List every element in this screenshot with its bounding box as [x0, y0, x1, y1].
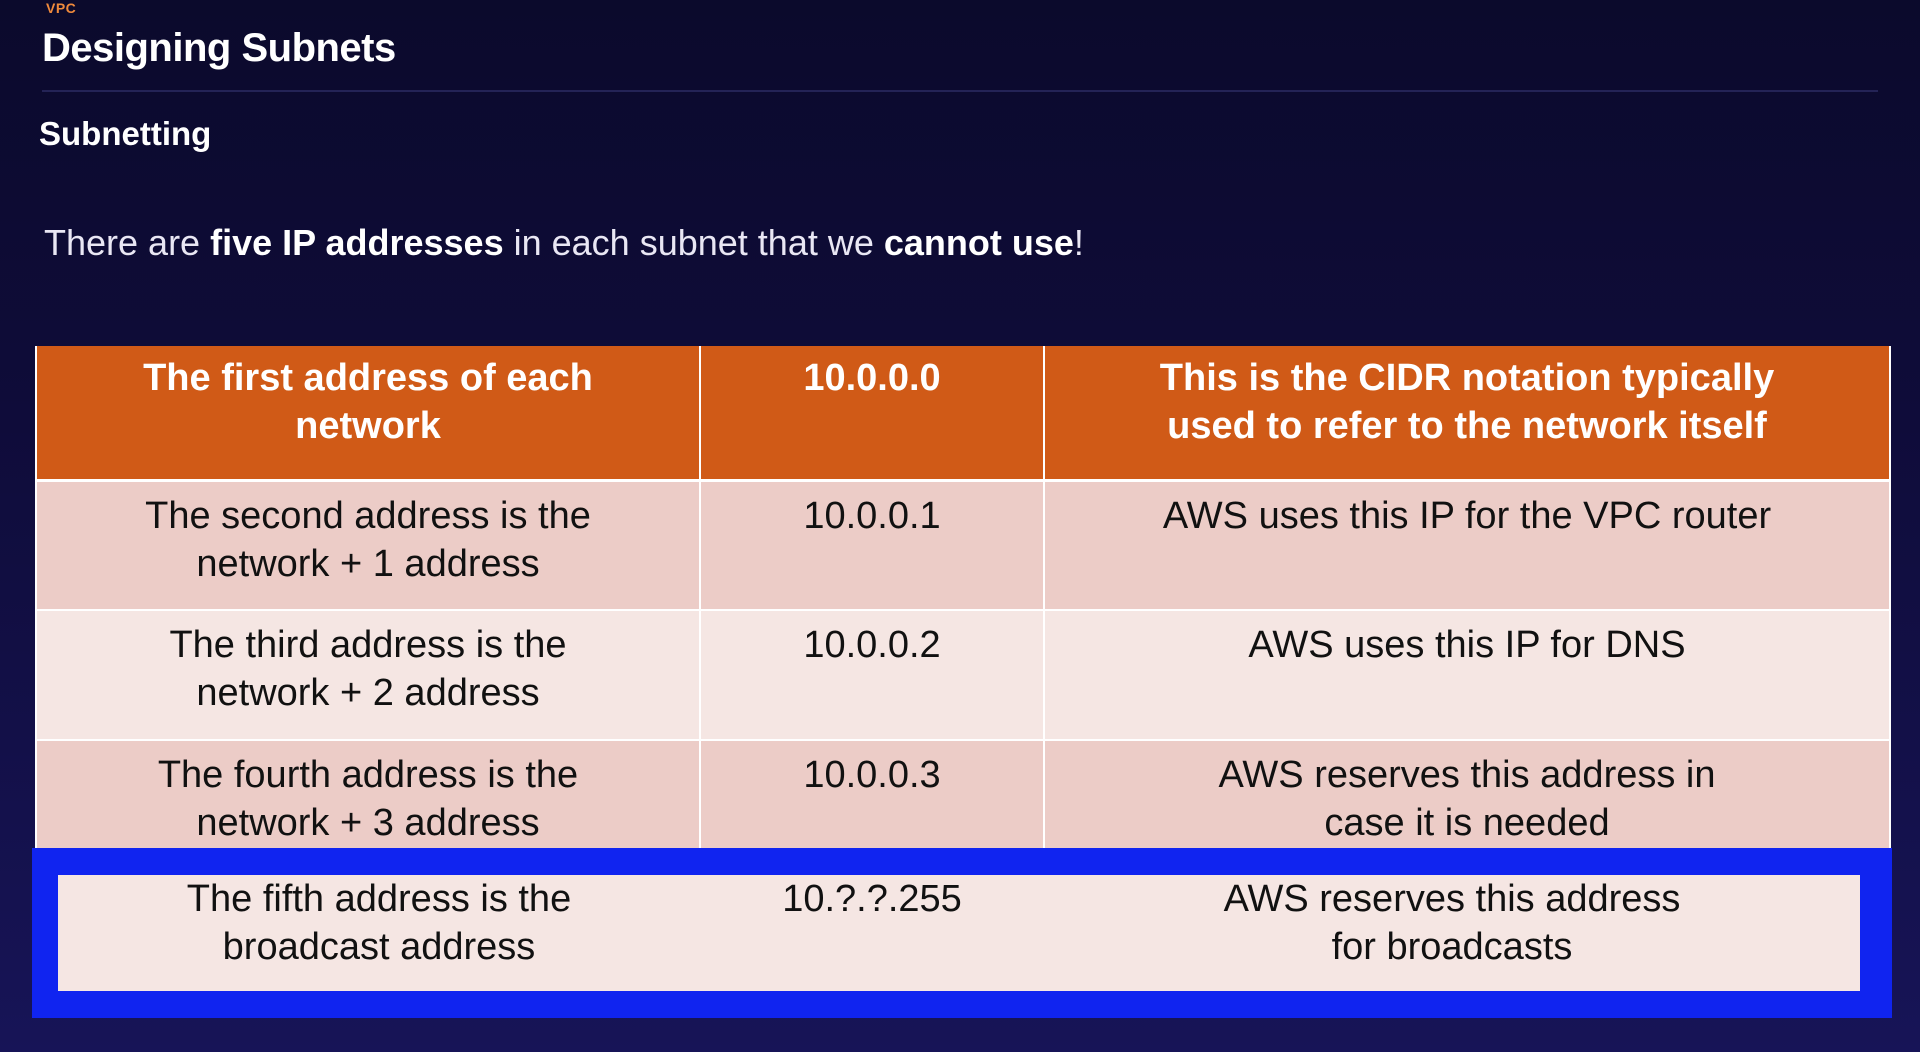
table-cell-description: The fifth address is the broadcast addre… — [58, 845, 700, 991]
table-cell-purpose: AWS reserves this address for broadcasts — [1044, 845, 1860, 991]
table-cell-address: 10.0.0.0 — [699, 346, 1045, 482]
table-cell-description: The first address of each network — [35, 346, 701, 482]
cell-line: 10.0.0.1 — [803, 494, 941, 537]
page-title: Designing Subnets — [42, 26, 396, 70]
cell-line: AWS uses this IP for the VPC router — [1162, 494, 1772, 537]
table-cell-address: 10.?.?.255 — [700, 845, 1044, 991]
section-eyebrow: VPC — [46, 0, 77, 16]
table-cell-purpose: AWS uses this IP for DNS — [1043, 610, 1891, 741]
cell-line: 10.0.0.0 — [803, 357, 941, 399]
cell-line: network + 1 address — [196, 542, 540, 585]
table-header-row: The first address of each network 10.0.0… — [35, 346, 1891, 482]
cell-line: broadcast address — [222, 926, 536, 968]
cell-line: AWS reserves this address in — [1218, 754, 1716, 796]
reserved-addresses-table: The first address of each network 10.0.0… — [35, 346, 1891, 852]
table-cell-purpose: This is the CIDR notation typically used… — [1043, 346, 1891, 482]
table-cell-purpose: AWS uses this IP for the VPC router — [1043, 480, 1891, 611]
cell-line: used to refer to the network itself — [1167, 405, 1767, 447]
table-cell-description: The fourth address is the network + 3 ad… — [35, 740, 701, 852]
cell-line: The third address is the — [169, 624, 567, 666]
cell-line: AWS uses this IP for DNS — [1248, 624, 1686, 666]
cell-line: AWS reserves this address — [1223, 878, 1681, 920]
table-cell-address: 10.0.0.2 — [699, 610, 1045, 741]
lead-prefix: There are — [44, 222, 211, 263]
table-cell-description: The second address is the network + 1 ad… — [35, 480, 701, 611]
cell-line: 10.0.0.2 — [803, 624, 941, 666]
table-cell-description: The third address is the network + 2 add… — [35, 610, 701, 741]
lead-middle: in each subnet that we — [503, 222, 884, 263]
table-cell-purpose: AWS reserves this address in case it is … — [1043, 740, 1891, 852]
cell-line: network + 2 address — [196, 672, 540, 714]
table-row: The second address is the network + 1 ad… — [35, 480, 1891, 611]
cell-line: 10.?.?.255 — [782, 878, 962, 920]
cell-line: 10.0.0.3 — [803, 754, 941, 796]
section-subtitle: Subnetting — [39, 115, 212, 152]
table-row: The third address is the network + 2 add… — [35, 610, 1891, 741]
lead-sentence: There are five IP addresses in each subn… — [44, 222, 1084, 264]
cell-line: network + 3 address — [196, 802, 540, 844]
lead-emphasis-2: cannot use — [883, 222, 1074, 263]
table-cell-address: 10.0.0.1 — [699, 480, 1045, 611]
cell-line: network — [295, 405, 441, 447]
lead-suffix: ! — [1073, 222, 1084, 263]
table-row: The fourth address is the network + 3 ad… — [35, 740, 1891, 852]
highlighted-row-frame: The fifth address is the broadcast addre… — [32, 848, 1892, 1018]
table-row-highlighted: The fifth address is the broadcast addre… — [58, 875, 1860, 991]
table-cell-address: 10.0.0.3 — [699, 740, 1045, 852]
cell-line: The fourth address is the — [157, 754, 579, 796]
cell-line: The second address is the — [145, 494, 591, 537]
cell-line: The fifth address is the — [186, 878, 572, 920]
cell-line: The first address of each — [143, 357, 593, 399]
cell-line: for broadcasts — [1331, 926, 1573, 968]
cell-line: case it is needed — [1324, 802, 1610, 844]
title-divider — [42, 90, 1878, 92]
lead-emphasis-1: five IP addresses — [210, 222, 504, 263]
cell-line: This is the CIDR notation typically — [1159, 357, 1775, 399]
